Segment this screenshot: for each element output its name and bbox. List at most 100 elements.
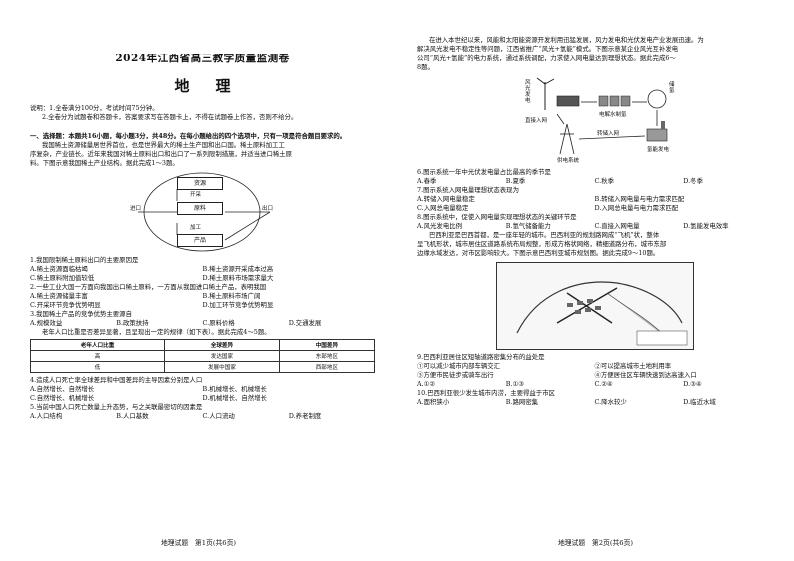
- q6-option: A.春季: [417, 177, 437, 185]
- q10-option: A.面积狭小: [417, 398, 450, 406]
- label-import: 进口: [130, 206, 142, 212]
- q6-stem: 6.图示系统一年中光伏发电量占比最高的季节是: [417, 168, 551, 176]
- q6-option: B.夏季: [505, 177, 526, 185]
- label-grid-direct: 直接入网: [525, 118, 548, 124]
- label-hydrogen-power: 氢能发电: [647, 147, 670, 153]
- q7-stem: 7.图示系统入网电量理想状态表现为: [417, 186, 519, 194]
- table-cell: 东部地区: [278, 350, 376, 362]
- q10-options: A.面积狭小 B.路网密集 C.降水较少 D.临近水域: [417, 398, 772, 407]
- right-intro2-line-2: 呈飞机形状，城市居住区道路系统布局规整，形成方格状网络，精细道路分布，城市东部: [417, 240, 667, 248]
- table-cell: 发展中国家: [164, 361, 280, 373]
- q8-stem: 8.图示系统中，促使入网电量实现理想状态的关键环节是: [417, 213, 577, 221]
- q5-option: A.人口结构: [30, 412, 63, 420]
- page-footer-right: 地理试题 第2页(共6页): [557, 539, 634, 547]
- q5-option: B.人口基数: [116, 412, 149, 420]
- q10-option: C.降水较少: [594, 398, 627, 406]
- population-table: 老年人口比重 全球差异 中国差异 高 发达国家 东部地区 低 发展中国家 西部地…: [29, 339, 376, 373]
- box-raw: 原料: [177, 202, 223, 215]
- q7-options: A.转储入网电量稳定 B.转储入网电量与电力需求匹配 C.入网总电量稳定 D.入…: [417, 195, 772, 213]
- right-intro2-line-1: 巴西利亚是巴西首都，是一座年轻的城市。巴西利亚的规划路网成“飞机”状，整体: [429, 231, 660, 239]
- label-mining: 开采: [190, 192, 202, 198]
- q1-option: C.稀土原料附加值较低: [30, 274, 95, 282]
- q5-options: A.人口结构 B.人口基数 C.人口流动 D.养老制度: [30, 412, 375, 421]
- table-header: 老年人口比重: [29, 339, 166, 351]
- q9-statements: ①可以减少城市内部车辆交汇 ②可以提高城市土地利用率 ③方便市民徒步或骑车出行 …: [417, 362, 772, 380]
- q1-option: A.稀土资源面临枯竭: [30, 265, 88, 273]
- q5-option: D.养老制度: [288, 412, 322, 420]
- q9-statement: ②可以提高城市土地利用率: [594, 362, 672, 370]
- intro2: 老年人口比重是否差异显著，且呈现出一定的规律（如下表）。据此完成4～5题。: [42, 328, 271, 336]
- q7-option: D.入网总电量与电力需求匹配: [594, 204, 679, 212]
- q9-choice: D.③④: [683, 380, 702, 388]
- q3-option: D.交通发展: [288, 319, 322, 327]
- page-footer-left: 地理试题 第1页(共6页): [160, 539, 237, 547]
- subject-title: 地理: [174, 77, 257, 95]
- q8-option: D.氢能发电效率: [683, 222, 729, 230]
- exam-title: 2024年江西省高三教学质量监测卷: [115, 54, 290, 63]
- section-heading: 一、选择题：本题共16小题，每小题3分，共48分。在每小题给出的四个选项中，只有…: [30, 132, 347, 140]
- box-resource: 资源: [177, 177, 223, 190]
- q3-stem: 3.我国稀土产品的竞争优势主要源自: [30, 310, 132, 318]
- q8-options: A.风光发电比例 B.氢气储备能力 C.直接入网电量 D.氢能发电效率: [417, 222, 772, 231]
- label-outside-grid: 供电系统: [557, 158, 580, 164]
- table-cell: 高: [29, 350, 166, 362]
- table-header: 中国差异: [278, 339, 376, 351]
- right-intro-line-3: 公司“风光+氢能”的电力系统，通过系统调配，力求使入网电量达到理想状态。据此完成…: [417, 54, 676, 62]
- q2-options: A.稀土资源储量丰富 B.稀土原料市场广阔 C.开采环节竞争优势明显 D.加工环…: [30, 292, 375, 310]
- table-cell: 低: [29, 361, 166, 373]
- chain-graphics: [536, 77, 668, 155]
- q9-choice: A.①②: [417, 380, 436, 388]
- map-graphics: [515, 281, 687, 346]
- q7-option: C.入网总电量稳定: [417, 204, 469, 212]
- q9-statement: ④方便居住区车辆快速到达高速入口: [594, 371, 697, 379]
- q3-options: A.规模效益 B.政策扶持 C.原料价格 D.交通发展: [30, 319, 375, 328]
- diagram-lines: [138, 172, 271, 252]
- q9-statement: ③方便市民徒步或骑车出行: [417, 371, 494, 379]
- q4-options: A.自然增长、自然增长 B.机械增长、机械增长 C.自然增长、机械增长 D.机械…: [30, 385, 375, 403]
- q4-option: A.自然增长、自然增长: [30, 385, 95, 393]
- q2-option: C.开采环节竞争优势明显: [30, 301, 101, 309]
- left-page: 2024年江西省高三教学质量监测卷 地理 说明：1.全卷满分100分，考试时间7…: [29, 54, 376, 547]
- table-header: 全球差异: [164, 339, 280, 351]
- label-storage: 储氢: [669, 82, 675, 94]
- q6-options: A.春季 B.夏季 C.秋季 D.冬季: [417, 177, 772, 186]
- q9-statement: ①可以减少城市内部车辆交汇: [417, 362, 501, 370]
- intro-line-3: 料。下图示意我国稀土产业结构。据此完成1～3题。: [30, 159, 179, 167]
- table-row: 高 发达国家 东部地区: [29, 350, 376, 362]
- q5-stem: 5.当前中国人口死亡数量上升态势，与之关联最密切的因素是: [30, 403, 203, 411]
- label-export: 出口: [262, 206, 274, 212]
- right-intro-line-4: 8题。: [417, 63, 434, 71]
- label-to-grid: 转储入网: [597, 131, 620, 137]
- q5-option: C.人口流动: [202, 412, 235, 420]
- q4-option: C.自然增长、机械增长: [30, 394, 95, 402]
- right-intro-line-1: 在进入本世纪以来，风能和太阳能资源开发利用迅猛发展，风力发电和光伏发电产业发展迅…: [429, 36, 704, 44]
- q10-option: D.临近水域: [683, 398, 716, 406]
- q9-choice: C.②④: [594, 380, 613, 388]
- q2-stem: 2.一些工业大国一方面向我国出口稀土原料，一方面从我国进口稀土产品，表明我国: [30, 283, 267, 291]
- note-2: 2.全卷分为试题卷和答题卡，答案要求写在答题卡上，不得在试题卷上作答，否则不给分…: [42, 113, 298, 121]
- q1-option: D.稀土原料市场需求量大: [202, 274, 274, 282]
- q4-option: B.机械增长、机械增长: [202, 385, 267, 393]
- table-cell: 西部地区: [278, 361, 376, 373]
- q2-option: D.加工环节竞争优势明显: [202, 301, 274, 309]
- right-page: 在进入本世纪以来，风能和太阳能资源开发利用迅猛发展，风力发电和光伏发电产业发展迅…: [397, 0, 794, 561]
- label-wind-solar: 风光发电: [525, 80, 531, 104]
- q7-option: A.转储入网电量稳定: [417, 195, 475, 203]
- box-product: 产品: [177, 234, 223, 247]
- q1-option: B.稀土资源开采成本过高: [202, 265, 274, 273]
- q3-option: C.原料价格: [202, 319, 235, 327]
- note-1: 说明：1.全卷满分100分，考试时间75分钟。: [30, 104, 159, 112]
- right-intro-line-2: 解决风光发电不稳定性等问题，江西省推广“风光+氢能”模式。下图示意某企业风光互补…: [417, 45, 679, 53]
- energy-chain-diagram: 风光发电 直接入网 电解水制氢 储氢 氢能发电 转储入网 供电系统: [417, 74, 772, 166]
- q2-option: A.稀土资源储量丰富: [30, 292, 88, 300]
- label-processing: 加工: [190, 225, 202, 231]
- q8-option: B.氢气储备能力: [505, 222, 551, 230]
- brasilia-map: [495, 262, 694, 350]
- intro-line-2: 序复杂，产业链长。近年来我国对稀土原料出口和出口了一系列限制措施，并适当进口稀土…: [30, 150, 293, 158]
- q7-option: B.转储入网电量与电力需求匹配: [594, 195, 685, 203]
- q4-stem: 4.造成人口死亡率全球差异和中国差异的主导因素分别是人口: [30, 376, 203, 384]
- q2-option: B.稀土原料市场广阔: [202, 292, 261, 300]
- rare-earth-diagram: 资源 原料 产品 开采 加工 进口 出口: [30, 171, 375, 253]
- q8-option: A.风光发电比例: [417, 222, 462, 230]
- q3-option: B.政策扶持: [116, 319, 149, 327]
